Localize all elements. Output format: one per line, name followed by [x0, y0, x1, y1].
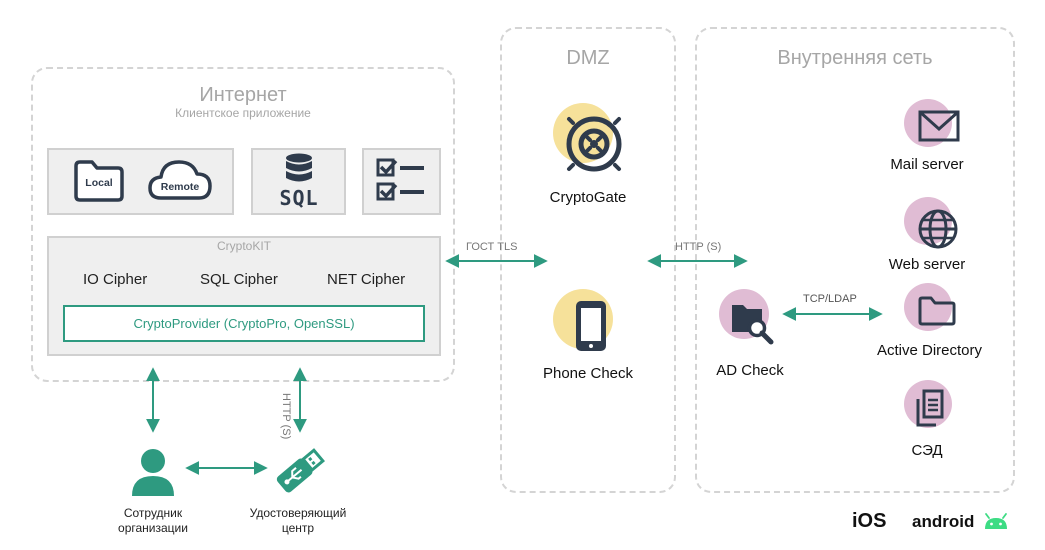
vault-icon: [566, 116, 622, 172]
net-cipher-label: NET Cipher: [327, 271, 406, 288]
smartphone-icon: [576, 301, 606, 351]
cryptoprovider-box: CryptoProvider (CryptoPro, OpenSSL): [63, 305, 425, 342]
phone-check-label: Phone Check: [542, 365, 634, 382]
tcp-ldap-label: TCP/LDAP: [803, 293, 857, 305]
mail-server-label: Mail server: [890, 156, 964, 173]
internet-title: Интернет: [199, 84, 287, 106]
globe-icon: [918, 209, 958, 249]
ad-check-label: AD Check: [716, 362, 784, 379]
ca-label-line2: центр: [281, 521, 315, 535]
sql-cipher-label: SQL Cipher: [200, 271, 278, 288]
sed-label: СЭД: [911, 442, 943, 459]
http-ca-label: HTTP (S): [280, 393, 292, 440]
http-dmz-label: HTTP (S): [675, 241, 722, 253]
folder-icon: [918, 296, 956, 326]
active-directory-label: Active Directory: [877, 342, 983, 359]
cryptokit-title: CryptoKIT: [216, 239, 271, 253]
ca-label-line1: Удостоверяющий: [249, 506, 347, 520]
employee-label-line1: Сотрудник: [123, 506, 183, 520]
internal-title: Внутренняя сеть: [777, 47, 933, 69]
documents-icon: [916, 389, 944, 427]
employee-label-line2: организации: [118, 521, 188, 535]
android-label: android: [912, 512, 975, 531]
checklist-icon: [376, 158, 424, 201]
internet-subtitle: Клиентское приложение: [175, 106, 311, 120]
sql-label: SQL: [279, 186, 319, 210]
android-robot-icon: [985, 513, 1007, 529]
dmz-title: DMZ: [566, 47, 610, 69]
web-server-label: Web server: [888, 256, 966, 273]
checklist-panel: [362, 148, 441, 215]
internet-zone: [31, 67, 455, 382]
local-folder-icon: [74, 160, 124, 202]
remote-cloud-icon: [148, 160, 212, 200]
remote-label: Remote: [160, 181, 200, 193]
local-label: Local: [85, 177, 113, 189]
cryptogate-label: CryptoGate: [549, 189, 627, 206]
ios-label: iOS: [852, 510, 887, 532]
gost-tls-label: ГОСТ TLS: [466, 241, 518, 253]
database-icon: [286, 153, 312, 182]
employee-person-icon: [132, 449, 174, 496]
io-cipher-label: IO Cipher: [83, 271, 148, 288]
mail-envelope-icon: [918, 110, 960, 142]
usb-token-icon: [276, 448, 325, 493]
folder-search-icon: [732, 305, 774, 345]
